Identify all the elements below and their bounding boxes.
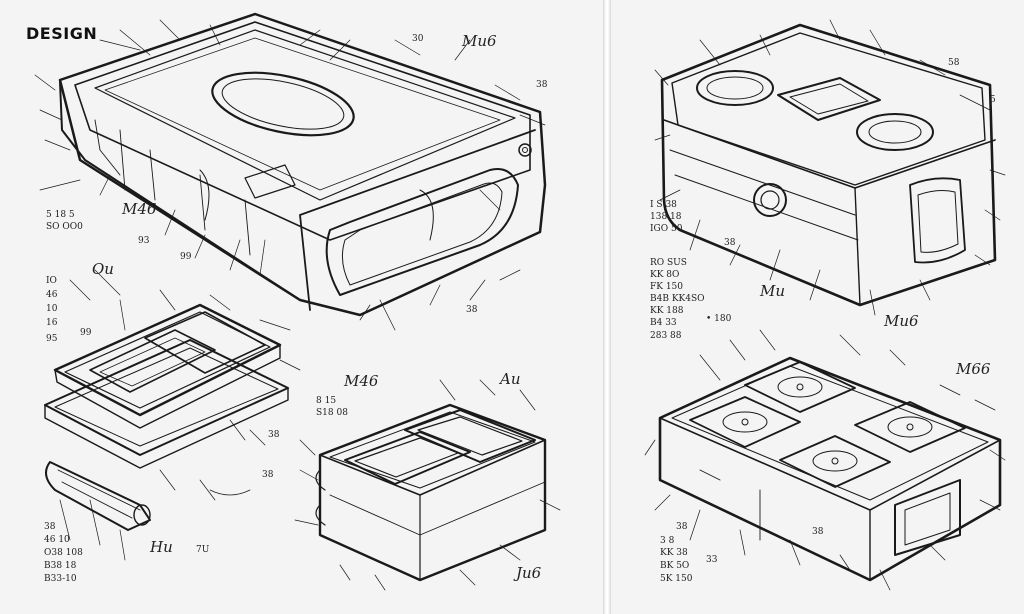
drawing-open-container [316, 405, 545, 580]
annotation-label: B4B KK4SO [650, 294, 705, 304]
annotation-script: Au [500, 370, 521, 388]
annotation-label: 7U [196, 545, 210, 555]
annotation-label: 33 [706, 555, 718, 565]
annotation-label: 38 [724, 238, 736, 248]
annotation-label: 8 15 [316, 396, 337, 406]
annotation-label: B33-10 [44, 574, 77, 584]
annotation-label: B4 33 [650, 318, 677, 328]
annotation-label: 58 [948, 58, 960, 68]
annotation-label: S18 08 [316, 408, 348, 418]
annotation-script: Ou [92, 260, 114, 278]
annotation-label: 38 [268, 430, 280, 440]
annotation-label: 99 [180, 252, 192, 262]
annotation-label: O38 108 [44, 548, 83, 558]
drawing-large-box [60, 14, 545, 315]
annotation-label: 46 [46, 290, 58, 300]
leader-lines-large-box [35, 20, 545, 330]
annotation-label: KK 188 [650, 306, 684, 316]
leader-lines-compartment [655, 20, 1005, 315]
annotation-label: 93 [138, 236, 150, 246]
annotation-script: M46 [122, 200, 157, 218]
brand-logo: DESIGN [26, 24, 98, 43]
annotation-label: IO [46, 276, 57, 286]
annotation-label: 5K 150 [660, 574, 693, 584]
annotation-label: 138 18 [650, 212, 682, 222]
annotation-label: SO OO0 [46, 222, 83, 232]
annotation-label: 38 [812, 527, 824, 537]
annotation-script: Hu [150, 538, 173, 556]
annotation-label: B38 18 [44, 561, 77, 571]
annotation-label: I S 38 [650, 200, 677, 210]
annotation-script: Mu [760, 282, 786, 300]
annotation-label: 38 [466, 305, 478, 315]
annotation-label: 38 [676, 522, 688, 532]
annotation-label: 38 [262, 470, 274, 480]
annotation-script: M66 [956, 360, 991, 378]
annotation-label: IGO 50 [650, 224, 683, 234]
book-gutter [603, 0, 611, 614]
left-page [0, 0, 603, 614]
annotation-script: Mu6 [884, 312, 919, 330]
annotation-label: 3 8 [660, 536, 675, 546]
annotation-label: 283 88 [650, 331, 682, 341]
annotation-label: 10 [46, 304, 58, 314]
annotation-label: 38 [44, 522, 56, 532]
annotation-label: 95 [46, 334, 58, 344]
leader-lines-trays [60, 270, 300, 560]
annotation-label: 30 [412, 34, 424, 44]
annotation-label: 46 10 [44, 535, 70, 545]
annotation-label: 99 [80, 328, 92, 338]
annotation-label: • 180 [706, 314, 732, 324]
annotation-label: 5 18 5 [46, 210, 75, 220]
annotation-label: KK 38 [660, 548, 688, 558]
annotation-label: FK 150 [650, 282, 684, 292]
annotation-label: 38 [536, 80, 548, 90]
right-page [611, 0, 1024, 614]
drawing-compartment-unit [662, 25, 995, 305]
drawing-stacked-trays [45, 305, 288, 530]
annotation-label: BK 5O [660, 561, 690, 571]
annotation-label: 5 [990, 95, 996, 105]
annotation-script: Ju6 [516, 564, 542, 582]
annotation-label: RO SUS [650, 258, 687, 268]
annotation-label: KK 8O [650, 270, 680, 280]
annotation-script: Mu6 [462, 32, 497, 50]
annotation-label: 16 [46, 318, 58, 328]
leader-lines-container [295, 380, 560, 590]
annotation-script: M46 [344, 372, 379, 390]
leader-lines-tray [645, 330, 1005, 590]
drawing-four-section-tray [660, 358, 1000, 580]
